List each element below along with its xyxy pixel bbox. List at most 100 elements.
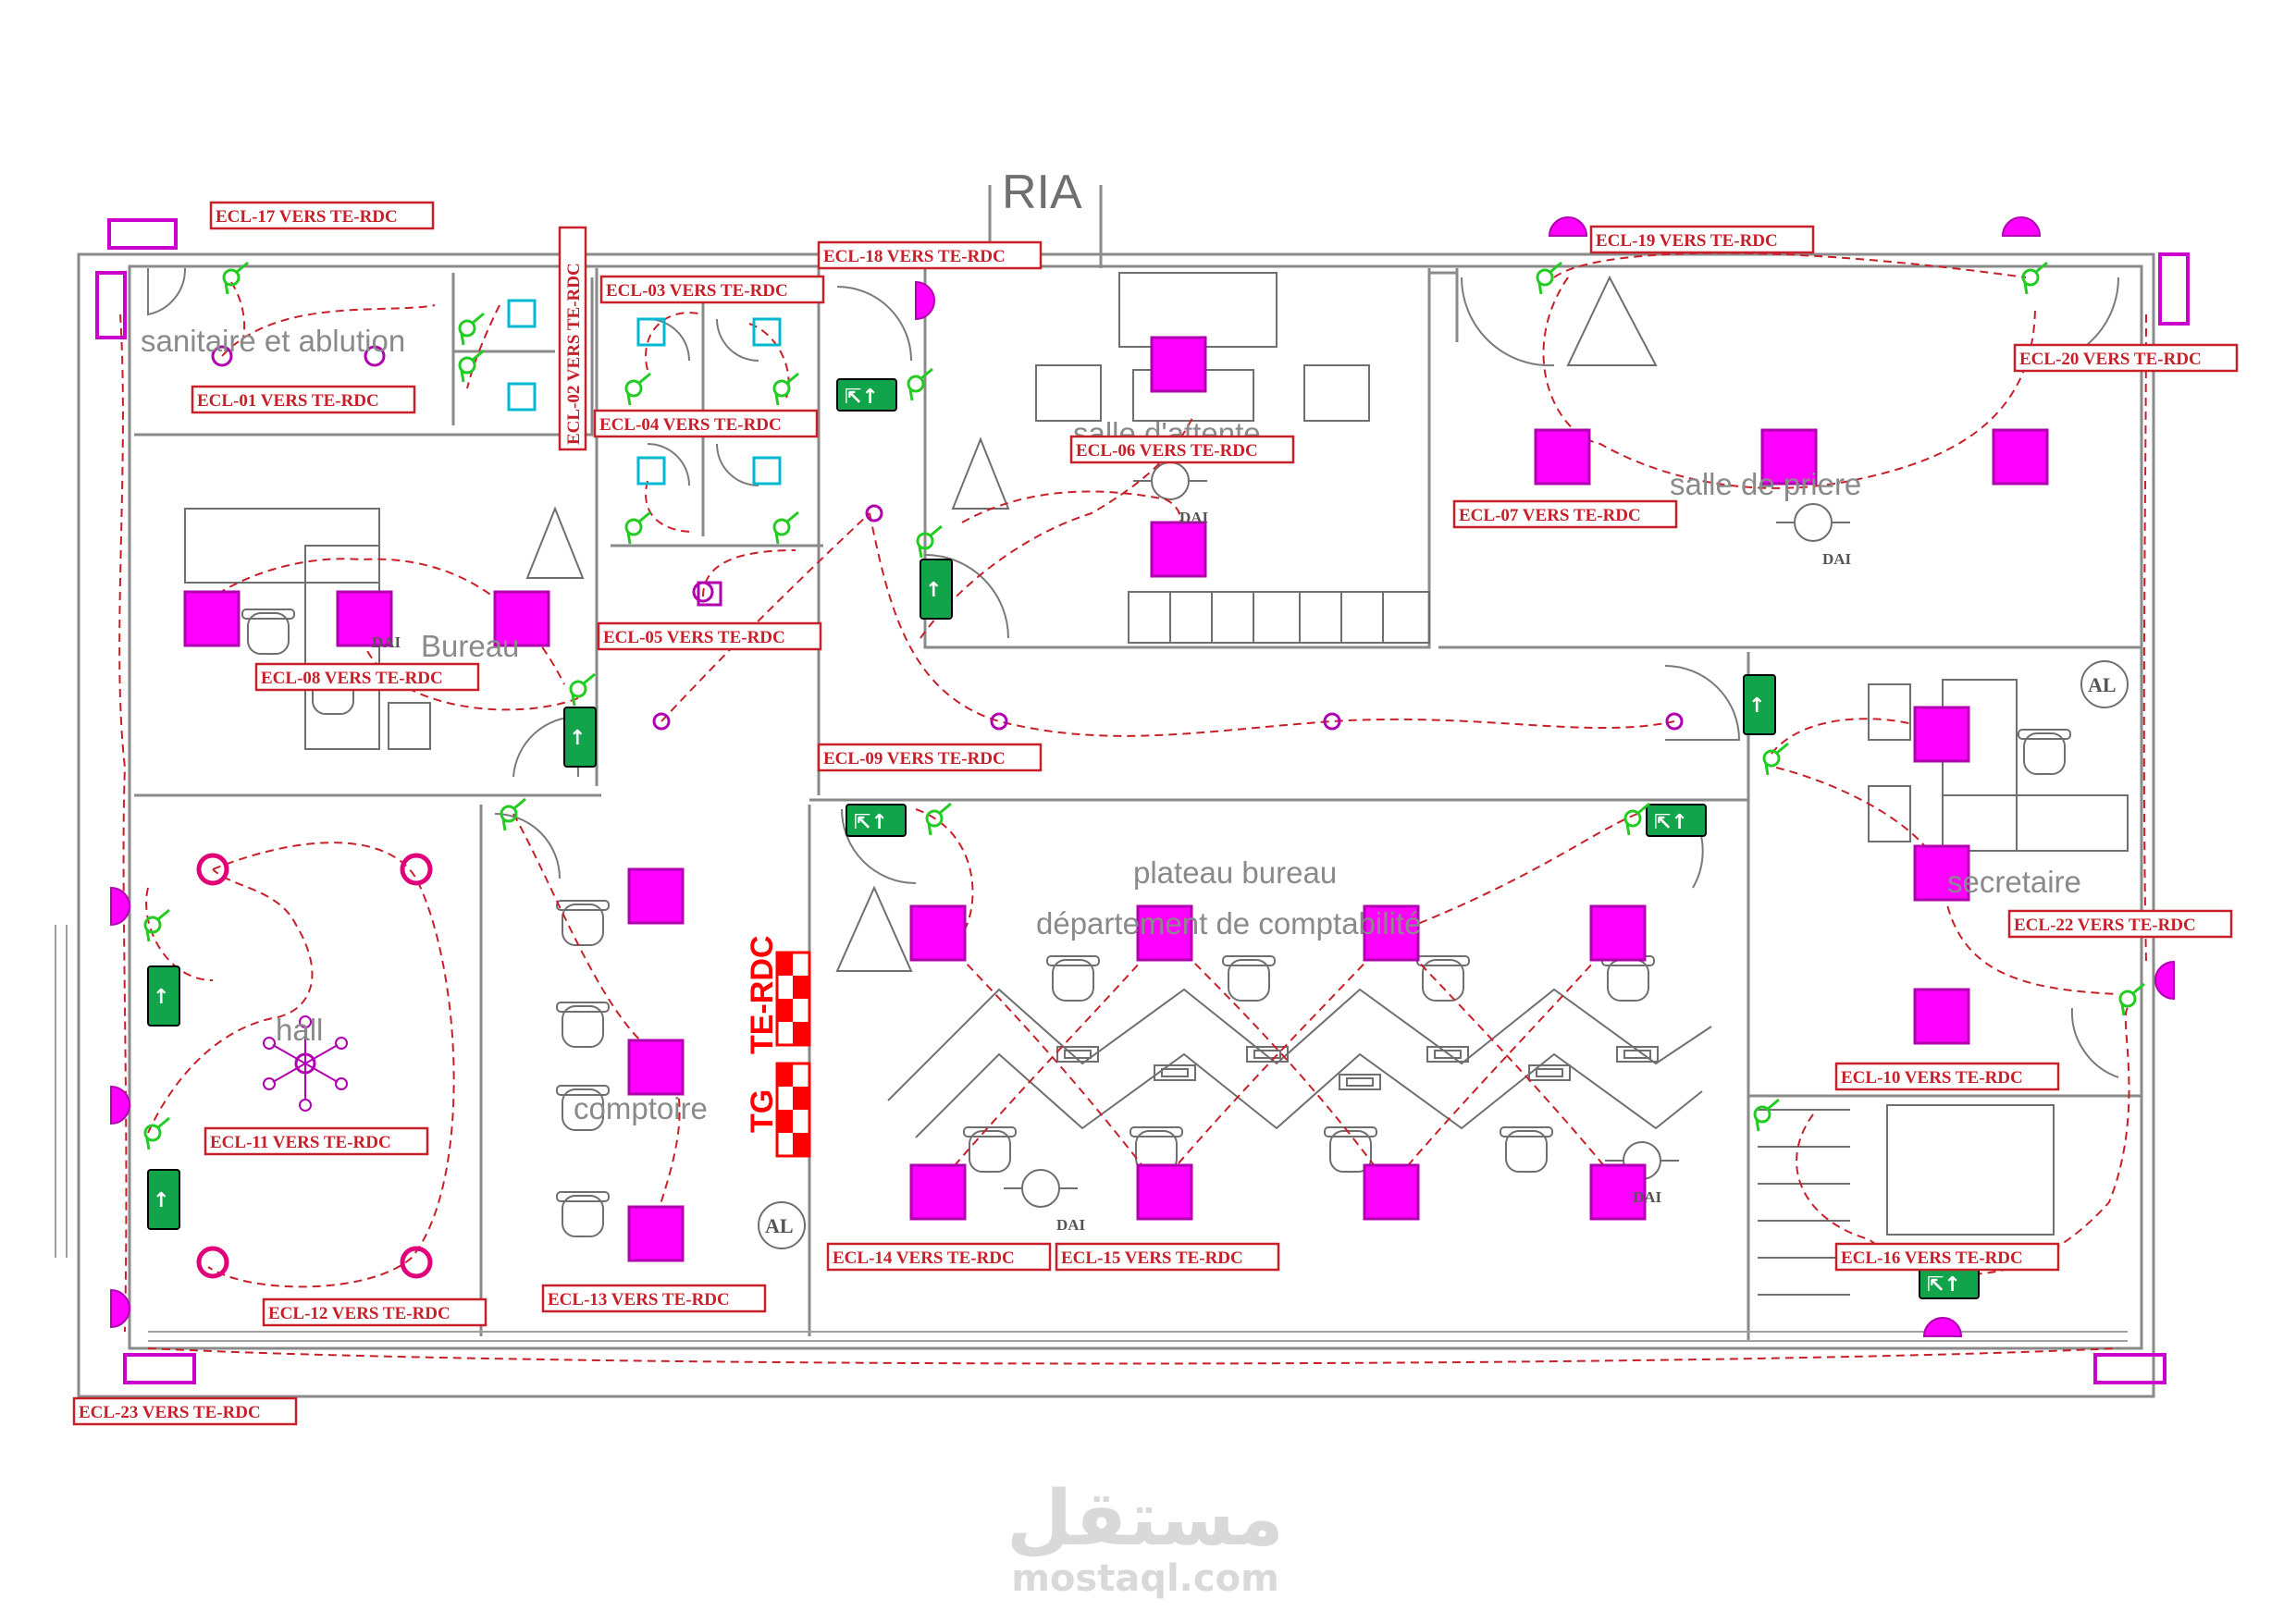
dai-code: DAI: [1822, 550, 1852, 568]
room-label-comptabilite: département de comptabilité: [1036, 906, 1421, 941]
room-label-secretaire: secretaire: [1947, 865, 2081, 899]
ceiling-light-icon: [196, 853, 229, 886]
exit-sign-icon: [563, 707, 597, 768]
wall-light-icon: [915, 280, 935, 321]
ceiling-light-icon: [1150, 521, 1207, 578]
electrical-panels: TE-RDC TG: [745, 936, 811, 1158]
circuit-label-ecl-17: ECL-17 VERS TE-RDC: [209, 201, 435, 230]
svg-text:ECL-22 VERS TE-RDC: ECL-22 VERS TE-RDC: [2014, 916, 2196, 935]
round-fixtures: [95, 216, 2190, 1384]
ceiling-lamps: [183, 336, 2049, 1262]
wall-light-icon: [110, 1288, 130, 1329]
light-switch-icon: [1753, 1098, 1781, 1133]
svg-text:ECL-15 VERS TE-RDC: ECL-15 VERS TE-RDC: [1061, 1248, 1243, 1268]
svg-text:ECL-01 VERS TE-RDC: ECL-01 VERS TE-RDC: [197, 391, 379, 411]
wall-light-icon: [1922, 1317, 1963, 1337]
light-switch-icon: [925, 802, 953, 837]
light-switch-icon: [458, 312, 486, 347]
circuit-label-ecl-19: ECL-19 VERS TE-RDC: [1589, 225, 1815, 254]
ceiling-light-icon: [627, 1039, 685, 1096]
circuit-label-ecl-06: ECL-06 VERS TE-RDC: [1069, 435, 1295, 464]
ceiling-light-icon: [909, 904, 967, 962]
ceiling-light-icon: [196, 1246, 229, 1279]
device-codes: DAI DAI DAI DAI DAI AL AL: [372, 509, 2129, 1249]
svg-text:ECL-05 VERS TE-RDC: ECL-05 VERS TE-RDC: [603, 628, 785, 647]
ceiling-light-icon: [400, 1246, 433, 1279]
light-switch-icon: [916, 524, 944, 559]
svg-text:ECL-11 VERS TE-RDC: ECL-11 VERS TE-RDC: [210, 1133, 391, 1152]
svg-text:ECL-18 VERS TE-RDC: ECL-18 VERS TE-RDC: [823, 247, 1006, 266]
svg-text:ECL-04 VERS TE-RDC: ECL-04 VERS TE-RDC: [599, 415, 782, 435]
ceiling-light-icon: [1136, 904, 1193, 962]
ceiling-light-icon: [211, 345, 233, 367]
ceiling-light-icon: [364, 345, 386, 367]
building-walls: [55, 185, 2155, 1398]
wall-light-icon: [110, 886, 130, 927]
circuit-label-ecl-16: ECL-16 VERS TE-RDC: [1834, 1242, 2060, 1272]
wall-light-icon: [2001, 216, 2042, 237]
ceiling-light-icon: [1913, 706, 1970, 763]
room-label-bureau: Bureau: [421, 629, 519, 663]
light-switch-icon: [624, 372, 652, 407]
light-switch-icon: [143, 1116, 171, 1151]
exit-sign-icon: [1919, 1266, 1980, 1299]
svg-text:ECL-12 VERS TE-RDC: ECL-12 VERS TE-RDC: [268, 1304, 451, 1323]
dai-code: DAI: [1179, 509, 1209, 526]
exit-sign-icon: [147, 1169, 180, 1230]
svg-text:ECL-10 VERS TE-RDC: ECL-10 VERS TE-RDC: [1841, 1068, 2023, 1088]
dai-code: DAI: [372, 633, 401, 651]
svg-text:ECL-13 VERS TE-RDC: ECL-13 VERS TE-RDC: [548, 1290, 730, 1309]
circuit-label-ecl-04: ECL-04 VERS TE-RDC: [593, 409, 819, 438]
svg-text:ECL-08 VERS TE-RDC: ECL-08 VERS TE-RDC: [261, 669, 443, 688]
wall-light-icon: [1548, 216, 1588, 237]
panel-tg-label: TG: [745, 1089, 780, 1133]
ceiling-light-icon: [1913, 844, 1970, 902]
svg-text:ECL-16 VERS TE-RDC: ECL-16 VERS TE-RDC: [1841, 1248, 2023, 1268]
ceiling-light-icon: [1136, 1163, 1193, 1221]
exit-sign-icon: [836, 378, 897, 412]
svg-text:ECL-03 VERS TE-RDC: ECL-03 VERS TE-RDC: [606, 281, 788, 301]
exit-sign-icon: [920, 559, 953, 620]
light-switch-icon: [624, 510, 652, 546]
ceiling-light-icon: [493, 590, 550, 647]
circuit-label-ecl-09: ECL-09 VERS TE-RDC: [817, 743, 1043, 772]
circuit-label-ecl-10: ECL-10 VERS TE-RDC: [1834, 1062, 2060, 1091]
ceiling-light-icon: [909, 1163, 967, 1221]
wall-light-icon: [2158, 252, 2190, 326]
watermark: مستقل mostaql.com: [1006, 1475, 1284, 1600]
circuit-label-ecl-22: ECL-22 VERS TE-RDC: [2007, 909, 2233, 939]
circuit-label-ecl-08: ECL-08 VERS TE-RDC: [254, 662, 480, 692]
wall-light-icon: [123, 1353, 196, 1384]
al-code: AL: [765, 1214, 794, 1237]
exit-signs: [147, 378, 1980, 1299]
light-switches: [143, 261, 2146, 1151]
room-label-priere: salle de priere: [1670, 467, 1861, 501]
ceiling-light-icon: [1760, 428, 1818, 486]
panel-te-label: TE-RDC: [745, 936, 780, 1054]
wall-light-icon: [107, 218, 178, 250]
top-partial-title: RIA: [1002, 166, 1082, 219]
ceiling-light-icon: [1992, 428, 2049, 486]
wall-light-icon: [2093, 1353, 2166, 1384]
ceiling-light-icon: [627, 867, 685, 925]
ceiling-light-icon: [1534, 428, 1591, 486]
ceiling-light-icon: [1665, 712, 1684, 731]
circuit-label-ecl-12: ECL-12 VERS TE-RDC: [262, 1297, 488, 1327]
circuit-label-ecl-02: ECL-02 VERS TE-RDC: [558, 226, 587, 451]
watermark-latin: mostaql.com: [1011, 1557, 1279, 1600]
ceiling-light-icon: [400, 853, 433, 886]
ceiling-light-icon: [183, 590, 241, 647]
ceiling-light-icon: [627, 1205, 685, 1262]
ceiling-light-icon: [336, 590, 393, 647]
circuit-label-ecl-05: ECL-05 VERS TE-RDC: [597, 621, 822, 651]
ceiling-light-icon: [1589, 904, 1647, 962]
exit-sign-icon: [1743, 674, 1776, 735]
ceiling-light-icon: [1150, 336, 1207, 393]
chandelier-icon: [263, 1015, 348, 1112]
wall-light-icon: [2154, 960, 2175, 1001]
room-label-comptoire: comptoire: [574, 1091, 708, 1125]
svg-text:ECL-17 VERS TE-RDC: ECL-17 VERS TE-RDC: [216, 207, 398, 227]
room-label-hall: hall: [276, 1013, 323, 1047]
svg-text:ECL-19 VERS TE-RDC: ECL-19 VERS TE-RDC: [1596, 231, 1778, 251]
exit-sign-icon: [147, 965, 180, 1027]
